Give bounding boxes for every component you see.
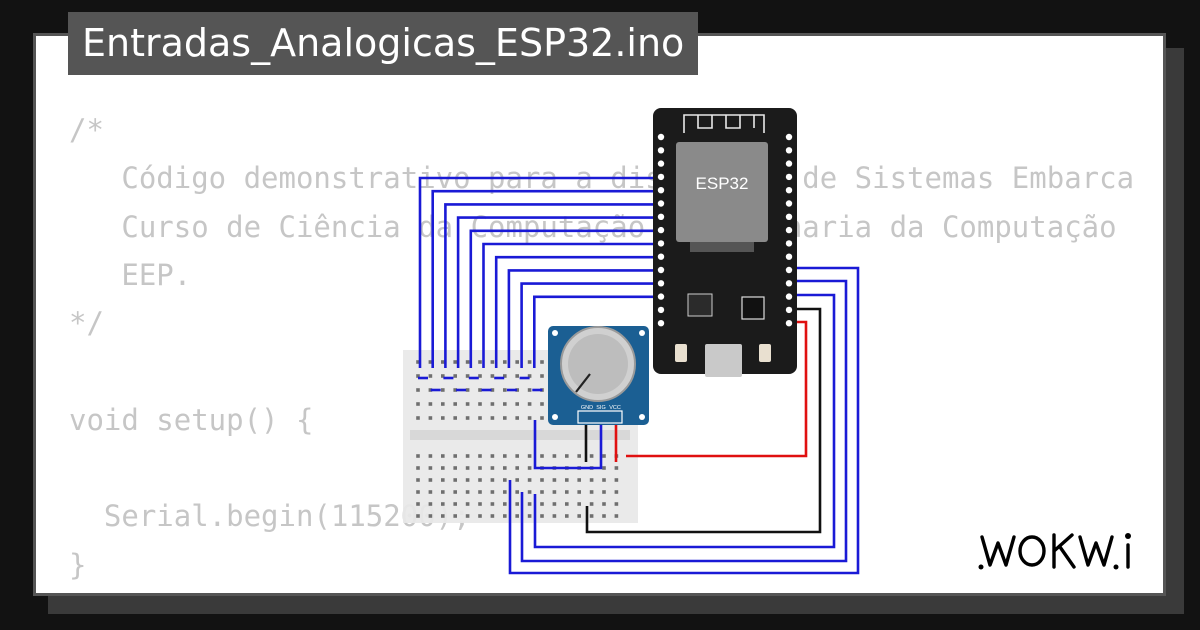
- code-line: EEP.: [69, 257, 192, 292]
- code-line: */: [69, 306, 104, 341]
- gpio-wire: [444, 203, 661, 368]
- esp32-label: ESP32: [696, 174, 749, 193]
- wokwi-logo: [978, 533, 1131, 570]
- esp32-left-header: [657, 133, 665, 327]
- code-line: /*: [69, 113, 104, 147]
- code-line: }: [69, 547, 87, 582]
- pot-sig-lead: [533, 420, 603, 470]
- gpio-wire: [456, 216, 661, 368]
- gpio-wire: [431, 189, 661, 368]
- vcc-wire: [626, 320, 808, 458]
- gpio-wire: [482, 242, 661, 368]
- gpio-wire: [494, 255, 661, 368]
- code-line: void setup() {: [69, 402, 314, 437]
- gpio-wire: [533, 295, 661, 368]
- gpio-wire: [507, 269, 661, 368]
- esp32-right-header: [785, 133, 793, 327]
- esp32-board[interactable]: ESP32: [653, 108, 797, 377]
- project-title: Entradas_Analogicas_ESP32.ino: [68, 12, 699, 75]
- gpio-wire: [418, 176, 661, 368]
- gpio-wire: [469, 229, 661, 368]
- pot-pin-sig-label: SIG: [596, 405, 605, 411]
- potentiometer[interactable]: GND SIG VCC: [548, 326, 649, 425]
- boot-button[interactable]: [759, 344, 771, 362]
- pot-pin-vcc-label: VCC: [609, 405, 621, 411]
- usb-connector: [705, 344, 742, 377]
- esp32-module: [676, 142, 768, 242]
- wires-right: [508, 266, 860, 575]
- gnd-wire: [585, 307, 822, 534]
- wires-left: [418, 176, 661, 392]
- pot-pin-gnd-label: GND: [581, 405, 593, 411]
- en-button[interactable]: [675, 344, 687, 362]
- gpio-wire: [520, 282, 661, 368]
